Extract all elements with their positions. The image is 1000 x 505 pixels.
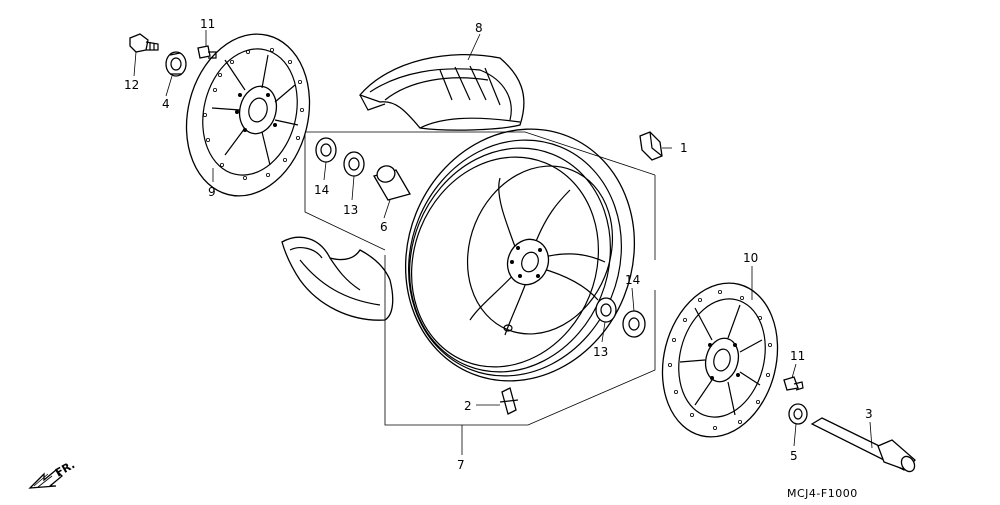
callout-labels: 1 2 3 4 5 6 7 8 9 10 11 11 12 13 13 14 1…: [124, 17, 873, 472]
callout-8: 8: [475, 21, 483, 35]
collar-5: [788, 403, 808, 425]
axle-nut-12: [129, 33, 159, 53]
callout-12: 12: [124, 78, 139, 92]
callout-11-top: 11: [200, 17, 215, 31]
right-brake-disc: [661, 282, 779, 438]
callout-13-left: 13: [343, 203, 358, 217]
callout-3: 3: [865, 407, 873, 421]
front-direction-arrow: FR.: [28, 458, 77, 489]
dust-seal-13-right: [595, 297, 617, 323]
callout-14-left: 14: [314, 183, 329, 197]
lower-fender: [281, 236, 394, 321]
disc-bolt-11-right: [783, 376, 804, 391]
callout-4: 4: [162, 97, 170, 111]
callout-10: 10: [743, 251, 758, 265]
bearing-14-right: [622, 310, 646, 338]
callout-6: 6: [380, 220, 388, 234]
callout-2: 2: [464, 399, 472, 413]
drawing-code: MCJ4-F1000: [787, 487, 858, 500]
callout-11-right: 11: [790, 349, 805, 363]
callout-7: 7: [457, 458, 465, 472]
direction-label: FR.: [53, 458, 77, 479]
callout-9: 9: [208, 185, 216, 199]
spacer-6: [373, 165, 411, 201]
upper-fender: [358, 53, 525, 131]
wheel-rim: [404, 128, 636, 382]
disc-bolt-11-top: [197, 45, 217, 59]
bearing-14-left: [315, 137, 337, 163]
callout-5: 5: [790, 449, 798, 463]
callout-13-right: 13: [593, 345, 608, 359]
collar-4: [165, 51, 187, 77]
leader-lines: [133, 30, 873, 455]
callout-14-right: 14: [625, 273, 640, 287]
balance-weight-1: [639, 131, 663, 161]
callout-1: 1: [680, 141, 688, 155]
dust-seal-13-left: [343, 151, 365, 177]
air-valve-2: [499, 387, 519, 415]
front-axle-3: [810, 417, 916, 473]
left-brake-disc: [185, 33, 311, 197]
